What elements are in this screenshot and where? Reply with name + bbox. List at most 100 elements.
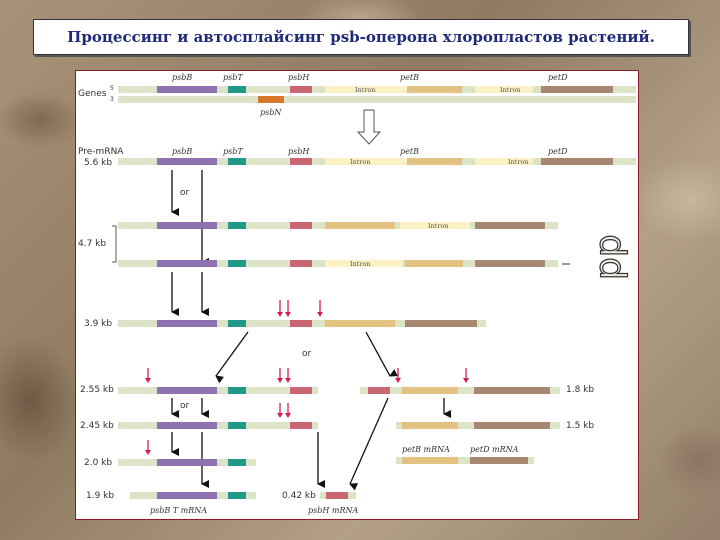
pre-mrna-row: Pre-mRNA 5.6 kb psbB psbT psbH petB petD… bbox=[78, 147, 636, 168]
seg-petB bbox=[402, 387, 458, 394]
gene-block-petD bbox=[541, 86, 613, 93]
size-label-4.7kb: 4.7 kb bbox=[78, 239, 106, 249]
row-petB-petD-mrna bbox=[396, 457, 534, 464]
cleavage-arrow-icon bbox=[395, 378, 401, 383]
size-label-2.45kb: 2.45 kb bbox=[80, 421, 114, 431]
strand bbox=[118, 422, 318, 429]
seg-psbH bbox=[326, 492, 348, 499]
seg-petB bbox=[407, 158, 462, 165]
seg-petD bbox=[470, 457, 528, 464]
seg-intron-2 bbox=[475, 158, 533, 165]
seg-psbB bbox=[157, 492, 217, 499]
seg-petD bbox=[474, 387, 550, 394]
row-0.42kb bbox=[320, 492, 356, 499]
size-label-1.5kb: 1.5 kb bbox=[566, 421, 594, 431]
gene-block-psbH bbox=[290, 86, 312, 93]
pre-mrna-intron-1: Intron bbox=[350, 158, 371, 166]
genes-row: Genes 5 3 Intron Intron psbN bbox=[78, 85, 636, 117]
row-2.55kb bbox=[118, 387, 318, 394]
slide-title: Процессинг и автосплайсинг psb-оперона х… bbox=[67, 28, 655, 46]
intron-label-2: Intron bbox=[500, 86, 521, 94]
seg-psbH bbox=[368, 387, 390, 394]
or-label-1: or bbox=[180, 188, 190, 198]
seg-petB bbox=[402, 422, 458, 429]
seg-petB bbox=[325, 222, 395, 229]
seg-psbH bbox=[290, 158, 312, 165]
gene-block-petB bbox=[407, 86, 462, 93]
cleavage-arrow-icon bbox=[285, 413, 291, 418]
seg-petB bbox=[405, 260, 463, 267]
gene-label-petD: petD bbox=[548, 73, 568, 82]
seg-psbT bbox=[228, 459, 246, 466]
cleavage-arrow-icon bbox=[285, 378, 291, 383]
pre-mrna-intron-2: Intron bbox=[508, 158, 529, 166]
seg-intron bbox=[400, 222, 470, 229]
strand bbox=[118, 387, 318, 394]
seg-psbB bbox=[157, 459, 217, 466]
seg-psbT bbox=[228, 222, 246, 229]
bracket-icon bbox=[112, 225, 117, 263]
gene-label-psbT: psbT bbox=[223, 73, 243, 82]
petB-mrna-label: petB mRNA bbox=[402, 445, 450, 454]
row-1.8kb bbox=[360, 387, 560, 394]
intron-block-1 bbox=[325, 86, 407, 93]
size-label-0.42kb: 0.42 kb bbox=[282, 491, 316, 501]
row47a-intron: Intron bbox=[428, 222, 449, 230]
seg-petB bbox=[402, 457, 458, 464]
gene-label-psbB: psbB bbox=[172, 73, 192, 82]
seg-intron-1 bbox=[325, 158, 407, 165]
seg-petB bbox=[325, 320, 395, 327]
side-pp-label: pp bbox=[588, 234, 629, 280]
row-2.0kb bbox=[118, 459, 256, 466]
seg-psbB bbox=[157, 222, 217, 229]
seg-psbH bbox=[290, 260, 312, 267]
seg-petD bbox=[405, 320, 477, 327]
cleavage-arrow-icon bbox=[145, 450, 151, 455]
cleavage-marks-2.55 bbox=[145, 368, 469, 383]
pre-mrna-gene-petB: petB bbox=[400, 147, 419, 156]
seg-psbB bbox=[157, 320, 217, 327]
or-label-2: or bbox=[302, 349, 312, 359]
gene-block-psbN bbox=[258, 96, 284, 103]
arrow-icon bbox=[349, 397, 389, 491]
row-2.45kb bbox=[118, 422, 318, 429]
cleavage-arrow-icon bbox=[285, 312, 291, 317]
psbH-mrna-label: psbH mRNA bbox=[308, 506, 358, 515]
seg-psbB bbox=[157, 422, 217, 429]
seg-psbT bbox=[228, 320, 246, 327]
cleavage-arrow-icon bbox=[463, 378, 469, 383]
seg-psbH bbox=[290, 422, 312, 429]
seg-psbB bbox=[157, 260, 217, 267]
or-label-3: or bbox=[180, 401, 190, 411]
size-label-1.9kb: 1.9 kb bbox=[86, 491, 114, 501]
size-label-1.8kb: 1.8 kb bbox=[566, 385, 594, 395]
row-3.9kb bbox=[118, 320, 486, 327]
row-1.5kb bbox=[396, 422, 560, 429]
size-label-2.55kb: 2.55 kb bbox=[80, 385, 114, 395]
seg-psbT bbox=[228, 492, 246, 499]
strand-3-label: 3 bbox=[110, 96, 114, 103]
cleavage-arrow-icon bbox=[277, 312, 283, 317]
row-4.7kb-b: Intron bbox=[118, 260, 558, 268]
seg-petD bbox=[475, 260, 545, 267]
seg-psbB bbox=[157, 158, 217, 165]
seg-psbT bbox=[228, 422, 246, 429]
pre-mrna-gene-petD: petD bbox=[548, 147, 568, 156]
pre-mrna-label: Pre-mRNA bbox=[78, 147, 124, 157]
petD-mrna-label: petD mRNA bbox=[470, 445, 519, 454]
cleavage-arrow-icon bbox=[145, 378, 151, 383]
seg-psbB bbox=[157, 387, 217, 394]
seg-psbT bbox=[228, 260, 246, 267]
strand bbox=[360, 387, 560, 394]
seg-petD bbox=[475, 222, 545, 229]
transcription-arrow-icon bbox=[356, 109, 382, 145]
strand-5-label: 5 bbox=[110, 85, 114, 92]
row-4.7kb-a: Intron bbox=[118, 222, 558, 230]
seg-intron bbox=[325, 260, 403, 267]
gene-block-psbB bbox=[157, 86, 217, 93]
pre-mrna-gene-psbH: psbH bbox=[288, 147, 310, 156]
genes-label: Genes bbox=[78, 89, 107, 99]
gene-label-petB: petB bbox=[400, 73, 419, 82]
row-1.9kb bbox=[130, 492, 256, 499]
